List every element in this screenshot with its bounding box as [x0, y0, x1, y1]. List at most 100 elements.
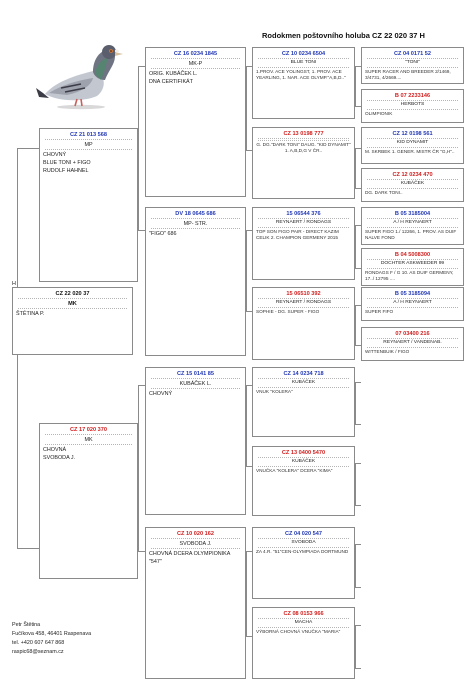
- bird-label: MP: [84, 142, 93, 148]
- bird-description: RONDAGS F / G 10. AS DUIF GERMENY, 17../…: [365, 269, 454, 281]
- bird-description: VNUČKA "KOLERA" DCERA "KIMA": [256, 467, 333, 473]
- connector-line: [355, 587, 361, 588]
- connector-line: [355, 544, 356, 587]
- bird-label: MK-P: [188, 61, 203, 67]
- page-title: Rodokmen poštovního holuba CZ 22 020 37 …: [262, 31, 425, 40]
- separator: [367, 338, 458, 339]
- dam-card[interactable]: CZ 17 020 370 MK CHOVNÁ SVOBODA J.: [39, 423, 138, 579]
- connector-line: [355, 225, 361, 226]
- bird-description: SUPER FIFO: [365, 308, 394, 314]
- ancestor-card-g4[interactable]: B 07 2233146 HERBOTS OLIMPIONIK: [361, 89, 464, 123]
- breeder-name: REYNAERT / RONDAGS: [275, 300, 332, 305]
- owner-contact: Petr Štětina Fučíkova 458, 46401 Raspena…: [12, 621, 142, 657]
- ring-number: CZ 17 020 370: [69, 427, 107, 433]
- side-letter: H: [12, 281, 16, 287]
- separator: [151, 538, 240, 539]
- connector-line: [355, 66, 361, 67]
- bird-label: SVOBODA J.: [179, 541, 212, 547]
- sire-card[interactable]: CZ 21 013 568 MP CHOVNÝ BLUE TONI + FIGO…: [39, 128, 138, 282]
- separator: [151, 388, 240, 389]
- separator: [367, 138, 458, 139]
- bird-description: OLIMPIONIK: [365, 110, 393, 116]
- grandsire-maternal-card[interactable]: CZ 15 0141 85 KUBÁČEK L. CHOVNÝ: [145, 367, 246, 515]
- connector-line: [246, 230, 247, 311]
- separator: [258, 58, 349, 59]
- ancestor-card-g3[interactable]: 15 06510 392 REYNAERT / RONDAGS SOPHIE -…: [252, 287, 355, 360]
- connector-line: [355, 463, 361, 464]
- connector-line: [17, 148, 39, 149]
- description-line: "FIGO" 686: [149, 231, 177, 237]
- owner-email: raspic68@seznam.cz: [12, 649, 64, 655]
- description-line: CHOVNÝ: [149, 391, 173, 397]
- description-line: RUDOLF HAHNEL: [43, 168, 89, 174]
- ancestor-card-g4[interactable]: B 05 3185094 A / H REYNAERT SUPER FIFO: [361, 287, 464, 321]
- description-line: ORIG. KUBÁČEK L.: [149, 71, 198, 77]
- connector-line: [355, 625, 356, 668]
- ancestor-card-g4[interactable]: CZ 04 0171 52 "TONI" SUPER RACER AND BRE…: [361, 47, 464, 84]
- ancestor-card-g4[interactable]: 07 03400 216 REYNAERT / VANDENAB. WITTEN…: [361, 327, 464, 361]
- connector-line: [246, 385, 252, 386]
- ancestor-card-g3[interactable]: CZ 08 0153 966 MACHA VÝBORNÁ CHOVNÁ VNUČ…: [252, 607, 355, 679]
- bird-description: G. DG."DARK TONI" DAUG. "KID DYNAMIT" 1.…: [256, 142, 351, 154]
- connector-line: [355, 382, 361, 383]
- connector-line: [355, 505, 361, 506]
- ring-number: CZ 12 0234 470: [392, 172, 433, 178]
- bird-description: 1.PROV. ACE YOLINGST, 1. PROV. ACE YEARL…: [256, 68, 346, 80]
- separator: [258, 226, 349, 228]
- ring-number: 15 06510 392: [286, 291, 321, 297]
- ancestor-card-g3[interactable]: 15 06544 376 REYNAERT / RONDAGS TOP SON …: [252, 207, 355, 280]
- breeder-name: "TONI": [404, 60, 421, 65]
- connector-line: [355, 424, 361, 425]
- connector-line: [355, 668, 361, 669]
- ancestor-card-g4[interactable]: CZ 12 0198 561 KID DYNAMIT M. SKRBEK 1. …: [361, 127, 464, 164]
- grandsire-paternal-card[interactable]: CZ 16 0234 1845 MK-P ORIG. KUBÁČEK L. DN…: [145, 47, 246, 197]
- breeder-name: KUBÁČEK: [291, 459, 316, 464]
- owner-address: Fučíkova 458, 46401 Raspenava: [12, 631, 92, 637]
- connector-line: [246, 466, 252, 467]
- ancestor-card-g4[interactable]: CZ 12 0234 470 KUBÁČEK DG. DARK TONI..: [361, 168, 464, 202]
- separator: [45, 434, 132, 435]
- bird-description: VÝBORNÁ CHOVNÁ VNUČKA "MARIA": [256, 628, 341, 634]
- ancestor-card-g3[interactable]: CZ 14 0234 718 KUBÁČEK VNUK "KOLERA": [252, 367, 355, 437]
- ancestor-card-g3[interactable]: CZ 04 020 547 SVOBODA ZA 4.R. "51"CEN-OL…: [252, 527, 355, 599]
- separator: [258, 457, 349, 458]
- separator: [367, 218, 458, 219]
- connector-line: [355, 345, 361, 346]
- ring-number: CZ 04 020 547: [284, 531, 322, 537]
- separator: [258, 66, 349, 68]
- ring-number: DV 18 0645 686: [175, 211, 216, 217]
- ancestor-card-g3[interactable]: CZ 13 0198 777 G. DG."DARK TONI" DAUG. "…: [252, 127, 355, 199]
- separator: [45, 139, 132, 140]
- separator: [367, 346, 458, 348]
- connector-line: [17, 548, 39, 549]
- separator: [367, 298, 458, 299]
- bird-label: MP- STR.: [183, 221, 208, 227]
- ancestor-card-g3[interactable]: CZ 13 0400 5470 KUBÁČEK VNUČKA "KOLERA" …: [252, 446, 355, 516]
- ring-number: CZ 10 020 162: [176, 531, 214, 537]
- separator: [367, 66, 458, 68]
- connector-line: [246, 311, 252, 312]
- separator: [258, 546, 349, 548]
- bird-description: M. SKRBEK 1. GENER. MISTR ČR "G,H"..: [365, 148, 455, 154]
- bird-description: WITTENBUIK / FIGO: [365, 348, 410, 354]
- ring-number: 15 06544 376: [286, 211, 321, 217]
- connector-line: [355, 188, 361, 189]
- separator: [151, 68, 240, 69]
- separator: [258, 298, 349, 299]
- ancestor-card-g4[interactable]: B 04 5008300 DOCHTER ASKWEEDER 99 RONDAG…: [361, 248, 464, 286]
- separator: [151, 58, 240, 59]
- separator: [367, 108, 458, 110]
- granddam-maternal-card[interactable]: CZ 10 020 162 SVOBODA J. CHOVNÁ DCERA OL…: [145, 527, 246, 679]
- granddam-paternal-card[interactable]: DV 18 0645 686 MP- STR. "FIGO" 686: [145, 207, 246, 356]
- separator: [258, 618, 349, 619]
- ancestor-card-g3[interactable]: CZ 10 0234 6504 BLUE TONI 1.PROV. ACE YO…: [252, 47, 355, 119]
- ring-number: CZ 08 0153 966: [283, 611, 324, 617]
- separator: [367, 146, 458, 148]
- connector-line: [246, 66, 252, 67]
- ring-number: B 05 3185094: [394, 291, 431, 297]
- connector-line: [246, 66, 247, 150]
- separator: [45, 444, 132, 445]
- ancestor-card-g4[interactable]: B 05 3185004 A / H REYNAERT SUPER FIGO 1…: [361, 207, 464, 245]
- subject-bird-card[interactable]: CZ 22 020 37 MK ŠTĚTINA P.: [12, 287, 133, 355]
- connector-line: [355, 305, 361, 306]
